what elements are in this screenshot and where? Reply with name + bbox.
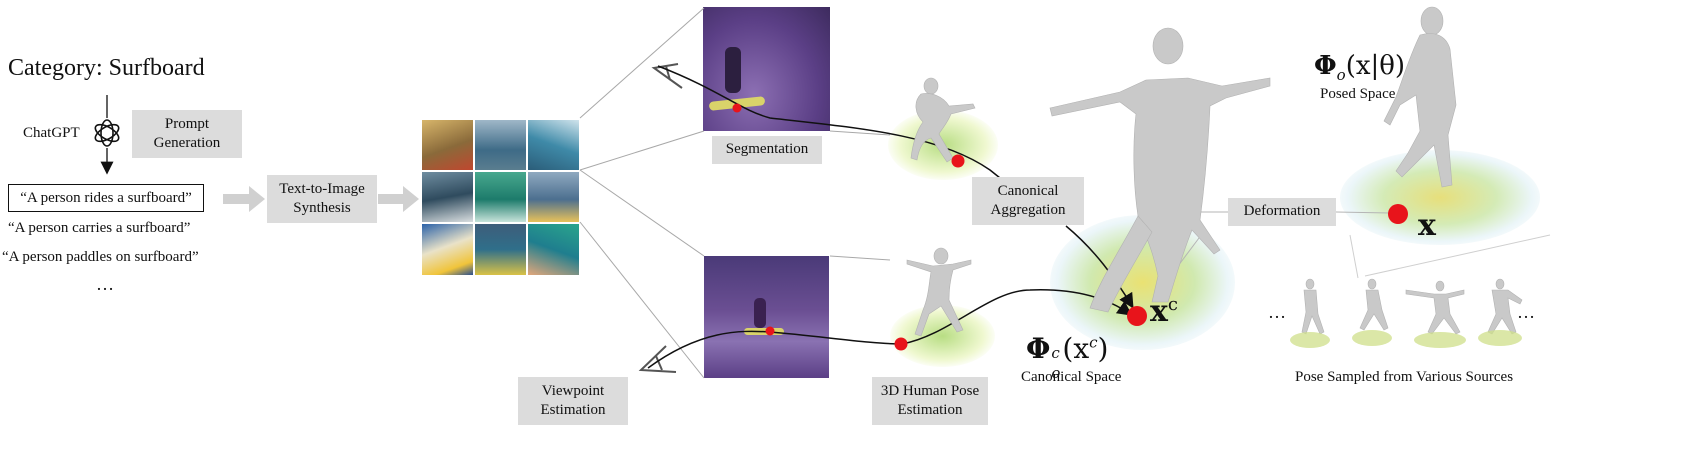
segmented-surf-image [703,7,830,131]
pose-ground-glow [890,305,995,367]
phi-posed-formula: Φo(x|θ) [1314,51,1406,85]
aggregation-to-canonical-curve [1065,225,1134,309]
prompt-paddles: “A person paddles on surfboard” [2,249,199,265]
seg-image-point [732,103,742,113]
synthesized-image-grid [421,119,580,276]
posed-space-label: Posed Space [1320,86,1396,102]
segmentation-box: Segmentation [712,136,822,164]
grid-image [474,171,527,223]
prompt-generation-line2: Generation [153,135,221,151]
prompt-generation-box: Prompt Generation [132,110,242,158]
grid-image [421,119,474,171]
prompt-generation-line1: Prompt [164,115,210,132]
grid-image [474,119,527,171]
pose-estimation-box: 3D Human Pose Estimation [872,377,988,425]
canonical-space-label: Canonical Space [1021,369,1122,385]
pose-sample-human [1405,280,1465,335]
pose-sampled-label: Pose Sampled from Various Sources [1295,369,1514,385]
canonical-aggregation-line2: Aggregation [990,202,1066,218]
viewpoint-curve [647,330,903,369]
gray-arrow-to-synthesis [223,186,265,212]
canonical-human [1049,27,1271,313]
prompt-rides-box: “A person rides a surfboard” [8,184,204,212]
grid-image [527,223,580,276]
grid-image [474,223,527,276]
posed-point-label: x [1418,208,1436,243]
viewpoint-line2: Estimation [540,402,606,418]
deformation-box: Deformation [1228,198,1336,226]
viewpoint-image-point [765,326,775,336]
segmentation-human [910,77,976,163]
viewpoint-estimation-box: Viewpoint Estimation [518,377,628,425]
canonical-point [1127,306,1147,326]
pose-human [906,247,972,337]
canonical-point-label: xc [1150,294,1178,329]
gray-arrow-to-grid [378,186,419,212]
pose-estimation-line2: Estimation [897,402,963,418]
posed-human [1383,6,1457,188]
text-to-image-box: Text-to-Image Synthesis [267,175,377,223]
grid-image [527,119,580,171]
text-to-image-line1: Text-to-Image [279,180,365,197]
segmentation-label: Segmentation [725,141,809,158]
viewpoint-line1: Viewpoint [541,382,605,399]
prompt-carries: “A person carries a surfboard” [8,220,191,236]
pose-sample-human [1359,278,1389,331]
prompt-ellipsis: … [96,274,114,294]
segmentation-curve [657,65,1001,179]
pose-human-point [894,337,908,351]
posed-point [1388,204,1408,224]
pose-ellipsis-right: … [1517,302,1535,322]
grid-image [421,223,474,276]
canonical-aggregation-line1: Canonical [997,182,1059,199]
grid-image [527,171,580,223]
chatgpt-label: ChatGPT [23,125,80,141]
canonical-aggregation-box: Canonical Aggregation [972,177,1084,225]
camera-viewpoint-bottom-icon [638,345,677,373]
text-to-image-line2: Synthesis [293,200,351,216]
prompt-rides: “A person rides a surfboard” [20,189,192,206]
deformation-label: Deformation [1243,203,1321,220]
category-title: Category: Surfboard [8,55,205,81]
pose-ellipsis-left: … [1268,302,1286,322]
pose-sample-human [1301,278,1325,335]
grid-image [421,171,474,223]
segmentation-human-point [951,154,965,168]
camera-viewpoint-top-icon [651,63,683,89]
pose-estimation-line1: 3D Human Pose [880,382,980,399]
